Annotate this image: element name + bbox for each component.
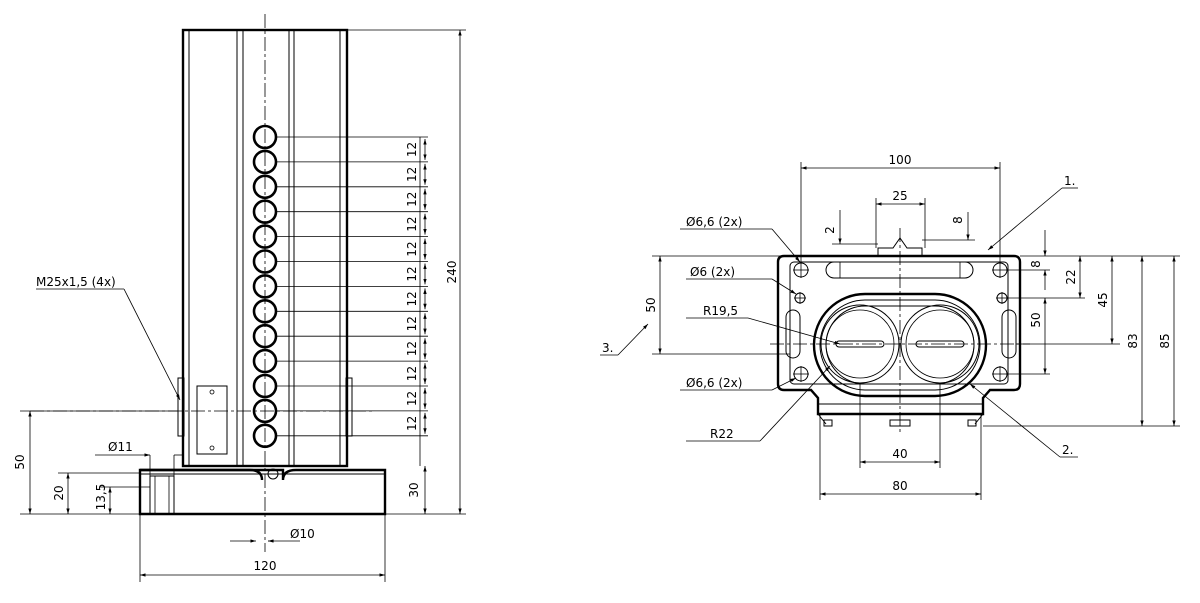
pitch-dimension-label: 12 <box>405 241 419 256</box>
right-45-dimension: 45 <box>1096 292 1110 307</box>
right-22-dimension: 22 <box>1064 269 1078 284</box>
right-8-dimension: 8 <box>1029 260 1043 268</box>
callout-2: 2. <box>1062 443 1073 457</box>
thread-port-left <box>177 377 185 437</box>
center-height-dimension: 50 <box>13 454 27 469</box>
counterbore-diameter-dimension: Ø11 <box>108 440 133 454</box>
top-view: 100 25 2 8 50 8 22 45 50 <box>600 153 1180 500</box>
hole-diameter-dimension: Ø10 <box>290 527 315 541</box>
base-height-dimension: 30 <box>407 482 421 497</box>
right-83-dimension: 83 <box>1126 333 1140 348</box>
right-side-slot <box>1001 309 1017 359</box>
top-slot <box>825 261 974 279</box>
callout-3: 3. <box>602 341 613 355</box>
hole-6-label: Ø6 (2x) <box>690 265 735 279</box>
counterbore-depth-dimension: 13,5 <box>94 484 108 511</box>
base-plate <box>138 468 387 516</box>
slot-pitch-dimension: 25 <box>892 189 907 203</box>
pitch-dimension-label: 12 <box>405 366 419 381</box>
pitch-dimension-label: 12 <box>405 217 419 232</box>
bottom-80-dimension: 80 <box>892 479 907 493</box>
height-dimension: 240 <box>445 261 459 284</box>
top-width-dimension: 100 <box>889 153 912 167</box>
width-dimension: 120 <box>254 559 277 573</box>
thread-label: M25x1,5 (4x) <box>36 275 116 289</box>
bottom-40-dimension: 40 <box>892 447 907 461</box>
pitch-dimension-label: 12 <box>405 341 419 356</box>
pitch-dimensions: 12 12 12 12 12 12 12 12 12 12 12 12 <box>405 139 427 434</box>
radius-outer-label: R22 <box>710 427 734 441</box>
left-height-dimension: 50 <box>644 297 658 312</box>
pitch-dimension-label: 12 <box>405 266 419 281</box>
left-offset-dimension: 2 <box>823 226 837 234</box>
pitch-dimension-label: 12 <box>405 142 419 157</box>
base-dimension: 20 <box>52 485 66 500</box>
front-view: 12 12 12 12 12 12 12 12 12 12 12 12 240 30 50 20 13… <box>13 14 466 582</box>
small-hole <box>267 468 279 480</box>
pitch-dimension-label: 12 <box>405 192 419 207</box>
right-offset-dimension: 8 <box>951 216 965 224</box>
pitch-dimension-label: 12 <box>405 416 419 431</box>
hole-66-label-top: Ø6,6 (2x) <box>686 215 742 229</box>
right-85-dimension: 85 <box>1158 333 1172 348</box>
column-body <box>181 28 349 468</box>
pitch-dimension-label: 12 <box>405 167 419 182</box>
hole-66-label-bottom: Ø6,6 (2x) <box>686 376 742 390</box>
pitch-dimension-label: 12 <box>405 291 419 306</box>
callout-1: 1. <box>1064 174 1075 188</box>
left-side-slot <box>785 309 801 359</box>
right-50-dimension: 50 <box>1029 312 1043 327</box>
pitch-dimension-label: 12 <box>405 391 419 406</box>
pitch-dimension-label: 12 <box>405 316 419 331</box>
radius-inner-label: R19,5 <box>703 304 738 318</box>
side-plate <box>196 385 228 455</box>
counterbore-hole <box>149 475 175 515</box>
